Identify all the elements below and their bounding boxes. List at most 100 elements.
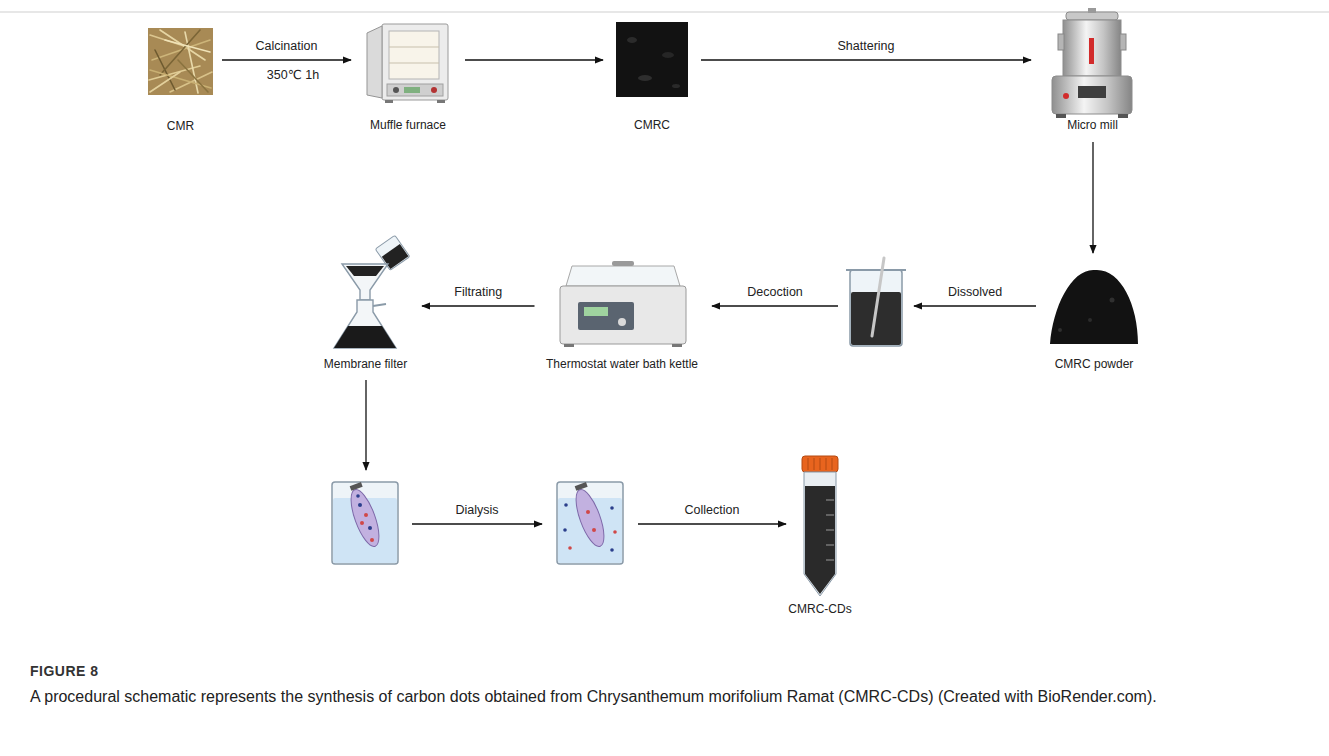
mill-lid xyxy=(1066,12,1118,20)
powder-heap xyxy=(1050,270,1138,344)
char-speck xyxy=(662,52,674,58)
step-label: Micro mill xyxy=(1067,118,1118,133)
process-arrow xyxy=(222,59,351,60)
cap-ridge xyxy=(814,458,815,470)
bath-body xyxy=(560,286,686,344)
furnace-knob xyxy=(393,87,399,93)
step-name: Shattering xyxy=(836,39,897,54)
graduation xyxy=(826,560,834,561)
step-label: CMR xyxy=(167,119,194,134)
step-name: Filtrating xyxy=(452,285,504,300)
water-bath-picture xyxy=(560,261,686,347)
graduation xyxy=(826,530,834,531)
step-note: Collection xyxy=(683,503,742,518)
beaker-rim xyxy=(846,269,906,271)
powder-picture xyxy=(1050,270,1138,344)
bag-clip xyxy=(350,482,363,491)
step-arrow xyxy=(712,305,838,306)
step-arrow xyxy=(365,380,366,470)
furnace-door xyxy=(367,26,382,98)
step-arrow xyxy=(412,523,542,524)
bath-foot xyxy=(672,344,682,347)
cap-ridge xyxy=(808,458,809,470)
furnace-display xyxy=(404,87,420,93)
mill-clamp xyxy=(1058,34,1064,50)
bag-clip xyxy=(575,482,588,491)
mill-picture xyxy=(1052,8,1132,118)
strand xyxy=(150,72,180,92)
tube-picture xyxy=(802,456,838,596)
furnace-shelf xyxy=(389,47,439,48)
furnace-foot xyxy=(385,100,393,103)
step-note: Dissolved xyxy=(946,285,1004,300)
mill-knob xyxy=(1088,8,1096,13)
step-label: CMRC-CDs xyxy=(788,602,851,617)
char-speck xyxy=(672,84,680,88)
furnace-panel xyxy=(387,84,443,96)
top-rule xyxy=(0,12,1329,13)
funnel-liquid xyxy=(346,266,384,276)
cap-ridge xyxy=(826,458,827,470)
particle xyxy=(613,530,617,534)
mill-clamp xyxy=(1120,34,1126,50)
step-node: CMRC powder xyxy=(1045,262,1143,372)
particle xyxy=(610,548,614,552)
stirring-rod xyxy=(872,258,884,336)
particle xyxy=(592,528,596,532)
particle xyxy=(564,503,568,507)
particle xyxy=(563,528,567,532)
step-node: CMRC xyxy=(612,22,692,133)
mill-foot xyxy=(1118,114,1128,118)
dialysis-beaker-picture xyxy=(557,482,623,564)
particle xyxy=(586,510,590,514)
dialysis-beaker-picture xyxy=(332,482,398,564)
mill-switch xyxy=(1063,93,1069,99)
strand xyxy=(165,40,210,52)
bath-foot xyxy=(564,344,574,347)
flask-liquid xyxy=(334,326,396,348)
flask-glass xyxy=(334,300,396,348)
particle xyxy=(610,506,614,510)
step-node: Muffle furnace xyxy=(360,22,456,133)
furnace-chamber xyxy=(389,31,439,79)
particle xyxy=(364,513,368,517)
powder-speck xyxy=(1110,298,1115,303)
bath-panel xyxy=(578,302,634,330)
step-label: CMRC powder xyxy=(1055,357,1134,372)
beaker-picture xyxy=(846,258,906,346)
mill-panel xyxy=(1078,86,1106,98)
char-speck xyxy=(638,75,652,81)
dialysis-bag xyxy=(345,486,384,549)
particle xyxy=(368,526,372,530)
furnace-picture xyxy=(367,24,448,103)
step-label: Membrane filter xyxy=(324,357,407,372)
particle xyxy=(360,521,364,525)
step-node: Thermostat water bath kettle xyxy=(544,262,701,372)
char-picture xyxy=(616,22,688,97)
cap-ridge xyxy=(820,458,821,470)
bath-lid xyxy=(566,266,680,286)
step-note: 350℃ 1h xyxy=(265,68,321,83)
process-arrow xyxy=(1092,142,1093,253)
powder-speck xyxy=(1058,328,1062,332)
tube-body xyxy=(804,472,836,596)
step-label: Thermostat water bath kettle xyxy=(546,357,698,372)
figure-title: FIGURE 8 xyxy=(30,662,99,680)
step-name: Calcination xyxy=(254,39,320,54)
step-note: Decoction xyxy=(745,285,805,300)
furnace-knob xyxy=(431,87,437,93)
tube-liquid xyxy=(805,486,835,594)
step-arrow xyxy=(914,305,1036,306)
strand xyxy=(152,40,210,60)
tube-cap xyxy=(802,456,838,472)
step-note: Dialysis xyxy=(453,503,500,518)
step-label: CMRC xyxy=(634,118,670,133)
particle xyxy=(358,503,362,507)
furnace-body xyxy=(382,24,448,100)
powder-speck xyxy=(1088,318,1092,322)
step-node: CMRC-CDs xyxy=(780,455,860,617)
bath-handle xyxy=(612,261,634,266)
flask-arm xyxy=(373,304,386,306)
